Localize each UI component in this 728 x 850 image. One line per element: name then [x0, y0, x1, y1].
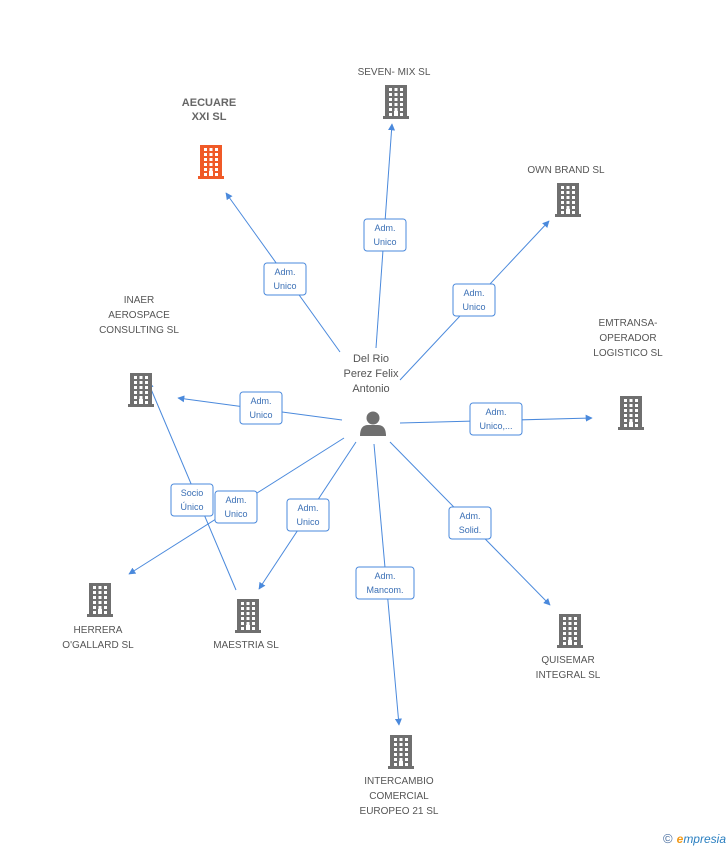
- company-node-intercambio[interactable]: INTERCAMBIO COMERCIAL EUROPEO 21 SL: [360, 735, 439, 817]
- role-label-maestria[interactable]: Adm. Unico: [286, 498, 330, 532]
- company-name[interactable]: OPERADOR: [599, 333, 656, 344]
- brand-logo-text: mpresia: [683, 832, 726, 846]
- company-node-own-brand[interactable]: OWN BRAND SL: [527, 165, 605, 217]
- building-icon[interactable]: [235, 599, 261, 633]
- company-node-maestria[interactable]: MAESTRIA SL: [213, 599, 279, 651]
- role-label-text: Unico,...: [479, 421, 512, 431]
- role-label-text: Unico: [462, 302, 485, 312]
- role-label-text: Solid.: [459, 525, 482, 535]
- company-name[interactable]: LOGISTICO SL: [593, 348, 663, 359]
- company-node-quisemar[interactable]: QUISEMAR INTEGRAL SL: [536, 614, 601, 681]
- company-node-seven-mix[interactable]: SEVEN- MIX SL: [358, 67, 431, 119]
- building-icon[interactable]: [198, 145, 224, 179]
- role-label-text: Unico: [373, 237, 396, 247]
- company-name[interactable]: INTERCAMBIO: [364, 776, 434, 787]
- building-icon[interactable]: [557, 614, 583, 648]
- building-icon[interactable]: [128, 373, 154, 407]
- role-label-text: Adm.: [250, 396, 271, 406]
- edges-layer: [128, 123, 593, 726]
- building-icon[interactable]: [618, 396, 644, 430]
- company-name[interactable]: MAESTRIA SL: [213, 640, 279, 651]
- role-label-text: Adm.: [297, 503, 318, 513]
- company-node-aecuare[interactable]: AECUARE XXI SL: [182, 97, 236, 179]
- role-label-text: Adm.: [374, 571, 395, 581]
- building-icon[interactable]: [388, 735, 414, 769]
- role-label-quisemar[interactable]: Adm. Solid.: [448, 506, 492, 540]
- company-name[interactable]: INAER: [124, 295, 155, 306]
- company-name[interactable]: INTEGRAL SL: [536, 670, 601, 681]
- role-label-text: Adm.: [463, 288, 484, 298]
- role-label-seven[interactable]: Adm. Unico: [363, 218, 407, 252]
- role-label-text: Unico: [273, 281, 296, 291]
- role-label-herrera[interactable]: Adm. Unico: [214, 490, 258, 524]
- person-name[interactable]: Perez Felix: [343, 368, 399, 380]
- company-node-emtransa[interactable]: EMTRANSA- OPERADOR LOGISTICO SL: [593, 318, 663, 430]
- company-name[interactable]: CONSULTING SL: [99, 325, 179, 336]
- footer-brand[interactable]: ©empresia: [663, 831, 726, 846]
- company-name[interactable]: SEVEN- MIX SL: [358, 67, 431, 78]
- role-label-box: [363, 218, 407, 252]
- role-label-box: [469, 402, 523, 436]
- role-label-text: Adm.: [374, 223, 395, 233]
- role-label-box: [239, 391, 283, 425]
- role-label-aecuare[interactable]: Adm. Unico: [263, 262, 307, 296]
- role-label-text: Adm.: [485, 407, 506, 417]
- company-name[interactable]: AECUARE: [182, 97, 236, 109]
- role-label-box: [452, 283, 496, 317]
- role-label-text: Unico: [249, 410, 272, 420]
- building-icon[interactable]: [383, 85, 409, 119]
- company-name[interactable]: XXI SL: [192, 111, 227, 123]
- building-icon[interactable]: [555, 183, 581, 217]
- role-label-emtransa[interactable]: Adm. Unico,...: [469, 402, 523, 436]
- company-name[interactable]: O'GALLARD SL: [62, 640, 134, 651]
- copyright-icon: ©: [663, 831, 673, 846]
- role-label-text: Adm.: [459, 511, 480, 521]
- role-label-box: [170, 483, 214, 517]
- company-name[interactable]: AEROSPACE: [108, 310, 170, 321]
- person-name[interactable]: Del Rio: [353, 353, 389, 365]
- role-label-text: Socio: [181, 488, 204, 498]
- company-name[interactable]: HERRERA: [74, 625, 123, 636]
- role-label-text: Mancom.: [366, 585, 403, 595]
- company-name[interactable]: EUROPEO 21 SL: [360, 806, 439, 817]
- role-label-text: Único: [180, 502, 203, 512]
- role-label-text: Unico: [224, 509, 247, 519]
- company-node-herrera[interactable]: HERRERA O'GALLARD SL: [62, 583, 134, 651]
- company-name[interactable]: EMTRANSA-: [599, 318, 658, 329]
- role-label-box: [263, 262, 307, 296]
- role-label-text: Unico: [296, 517, 319, 527]
- nodes-layer: AECUARE XXI SL SEVEN- MIX SL OWN BRAND SL IN…: [62, 67, 663, 817]
- role-label-box: [214, 490, 258, 524]
- company-name[interactable]: OWN BRAND SL: [527, 165, 605, 176]
- company-name[interactable]: QUISEMAR: [541, 655, 594, 666]
- role-label-box: [355, 566, 415, 600]
- role-label-box: [286, 498, 330, 532]
- role-label-box: [448, 506, 492, 540]
- person-icon[interactable]: [360, 411, 386, 437]
- role-label-own[interactable]: Adm. Unico: [452, 283, 496, 317]
- person-name[interactable]: Antonio: [352, 383, 389, 395]
- role-label-text: Adm.: [225, 495, 246, 505]
- company-node-inaer[interactable]: INAER AEROSPACE CONSULTING SL: [99, 295, 179, 407]
- building-icon[interactable]: [87, 583, 113, 617]
- role-label-intercambio[interactable]: Adm. Mancom.: [355, 566, 415, 600]
- role-label-inaer[interactable]: Adm. Unico: [239, 391, 283, 425]
- role-label-text: Adm.: [274, 267, 295, 277]
- company-name[interactable]: COMERCIAL: [369, 791, 429, 802]
- brand-logo-letter: e: [676, 832, 684, 846]
